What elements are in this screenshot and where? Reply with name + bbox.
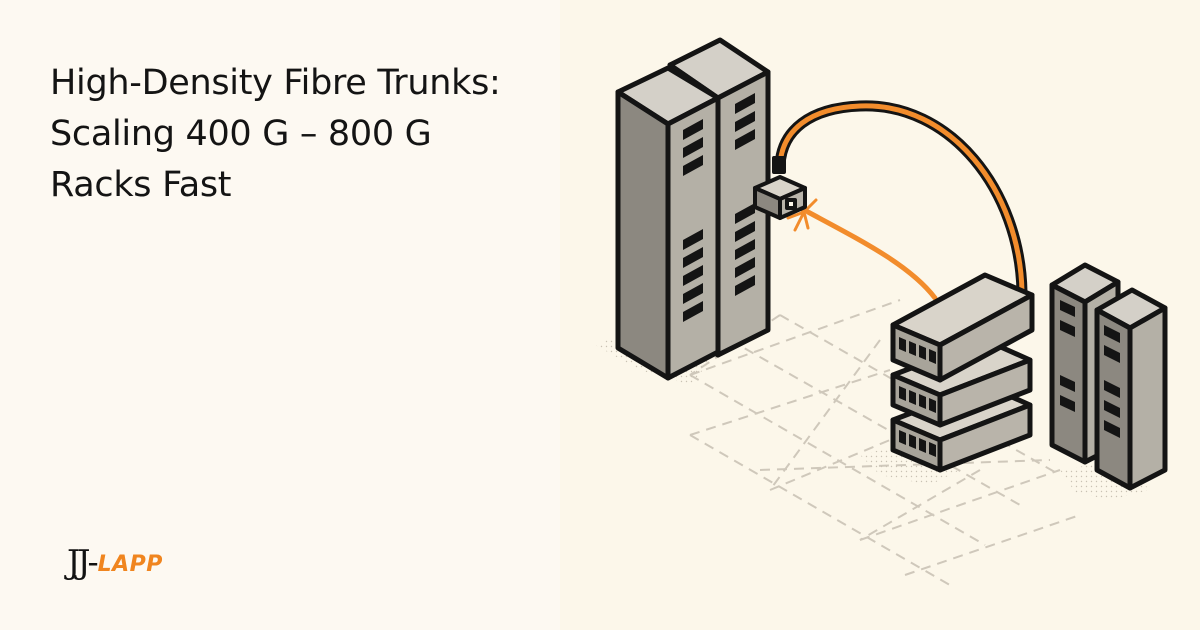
logo-lapp-text: LAPP: [97, 552, 163, 577]
fibre-link-icon: [805, 209, 938, 301]
server-rack-icon: [1094, 287, 1168, 491]
logo-jj-text: JJ-: [67, 542, 99, 581]
jj-lapp-logo: JJ- LAPP: [67, 534, 163, 582]
network-switch-icon: [890, 272, 1035, 473]
floor-grid: [689, 299, 1081, 589]
server-rack-icon: [615, 65, 721, 381]
fibre-cable-icon: [774, 100, 1028, 298]
connector-icon: [753, 156, 807, 220]
page-title: High-Density Fibre Trunks: Scaling 400 G…: [50, 63, 501, 205]
